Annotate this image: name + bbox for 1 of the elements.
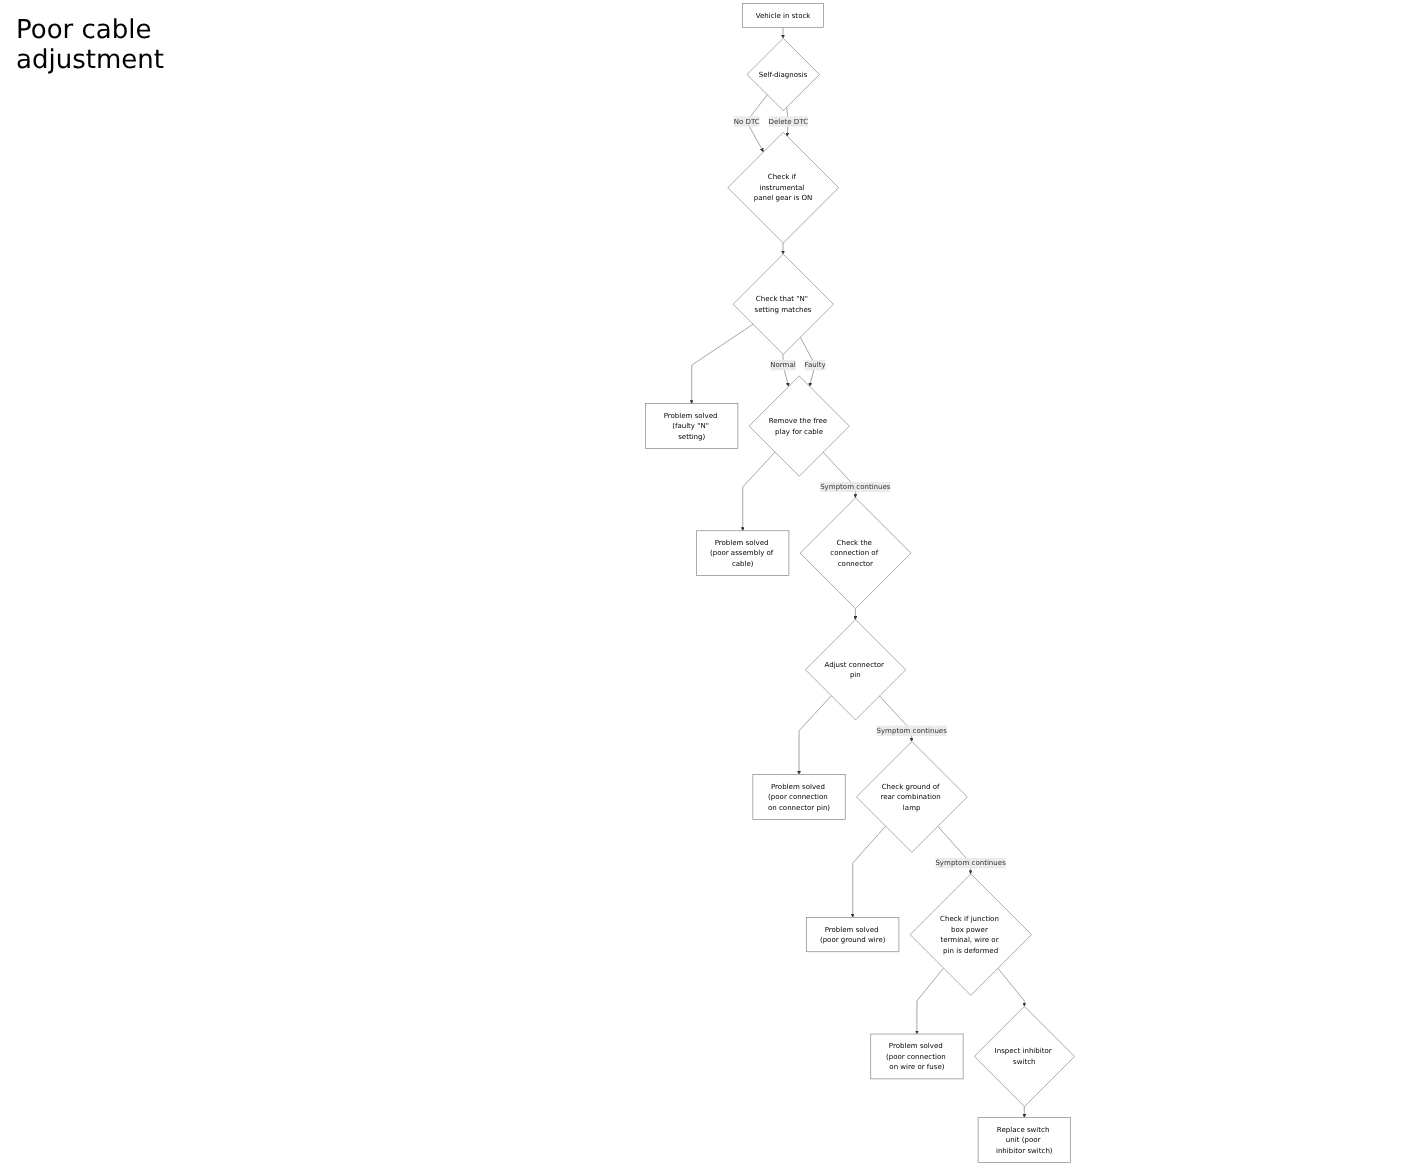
note-text: Poor cable adjustment: [16, 16, 166, 76]
